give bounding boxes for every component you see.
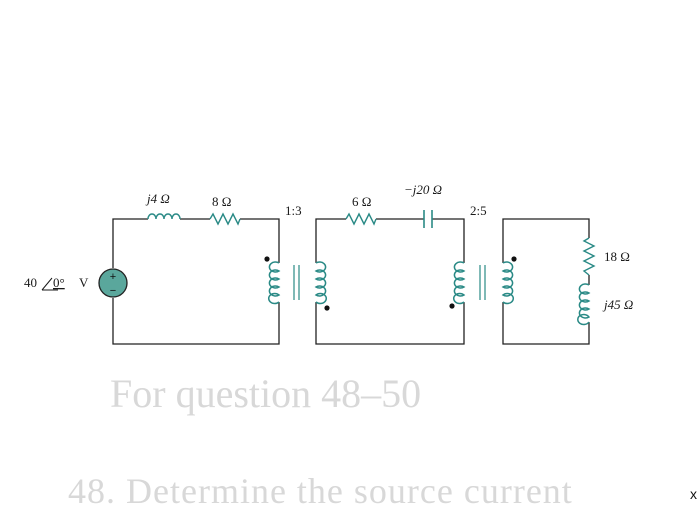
- transformer1-primary-coil: [267, 261, 281, 305]
- voltage-source: + −: [98, 268, 128, 298]
- transformer2-dot-secondary: [511, 256, 517, 262]
- transformer1-dot-primary: [264, 256, 270, 262]
- wire-middle-left: [315, 218, 346, 263]
- transformer1-ratio: 1:3: [285, 203, 302, 218]
- wire-primary-top-right: [240, 218, 280, 263]
- faded-background-heading: For question 48–50: [110, 371, 422, 416]
- source-magnitude: 40: [24, 275, 37, 290]
- wire-middle-top-right: [432, 218, 465, 263]
- transformer2-secondary-coil: [501, 261, 515, 305]
- wire-primary-left: [112, 218, 148, 268]
- transformer2-dot-primary: [449, 303, 455, 309]
- wire-load-bottom: [502, 302, 590, 345]
- transformer-1: 1:3: [264, 203, 330, 311]
- inductor-j45: [577, 283, 591, 326]
- wire-middle-bottom: [315, 302, 465, 345]
- transformer1-dot-secondary: [324, 305, 330, 311]
- capacitor-minus-j20: [423, 210, 433, 228]
- label-18: 18 Ω: [604, 249, 630, 264]
- wires: [112, 218, 590, 345]
- resistor-18: [582, 237, 596, 276]
- resistor-6: [345, 212, 377, 226]
- angle-symbol: [41, 277, 58, 291]
- edge-mark: x: [690, 486, 697, 502]
- source-label: 40 0° V: [24, 275, 89, 291]
- transformer1-secondary-coil: [314, 261, 328, 305]
- label-6: 6 Ω: [352, 194, 371, 209]
- wire-load-top: [502, 218, 590, 263]
- label-8: 8 Ω: [212, 194, 231, 209]
- label-minus-j20: −j20 Ω: [404, 182, 442, 197]
- source-plus: +: [110, 271, 116, 283]
- label-j45: j45 Ω: [602, 297, 633, 312]
- inductor-j4: [147, 213, 181, 220]
- resistor-8: [209, 212, 241, 226]
- transformer-2: 2:5: [449, 203, 517, 309]
- faded-background-question: 48. Determine the source current: [68, 471, 573, 511]
- wire-primary-bottom: [112, 298, 280, 345]
- label-j4: j4 Ω: [145, 191, 170, 206]
- transformer2-primary-coil: [452, 261, 466, 305]
- source-unit: V: [79, 275, 89, 290]
- transformer2-ratio: 2:5: [470, 203, 487, 218]
- source-angle: 0°: [53, 275, 65, 290]
- source-minus: −: [110, 285, 116, 297]
